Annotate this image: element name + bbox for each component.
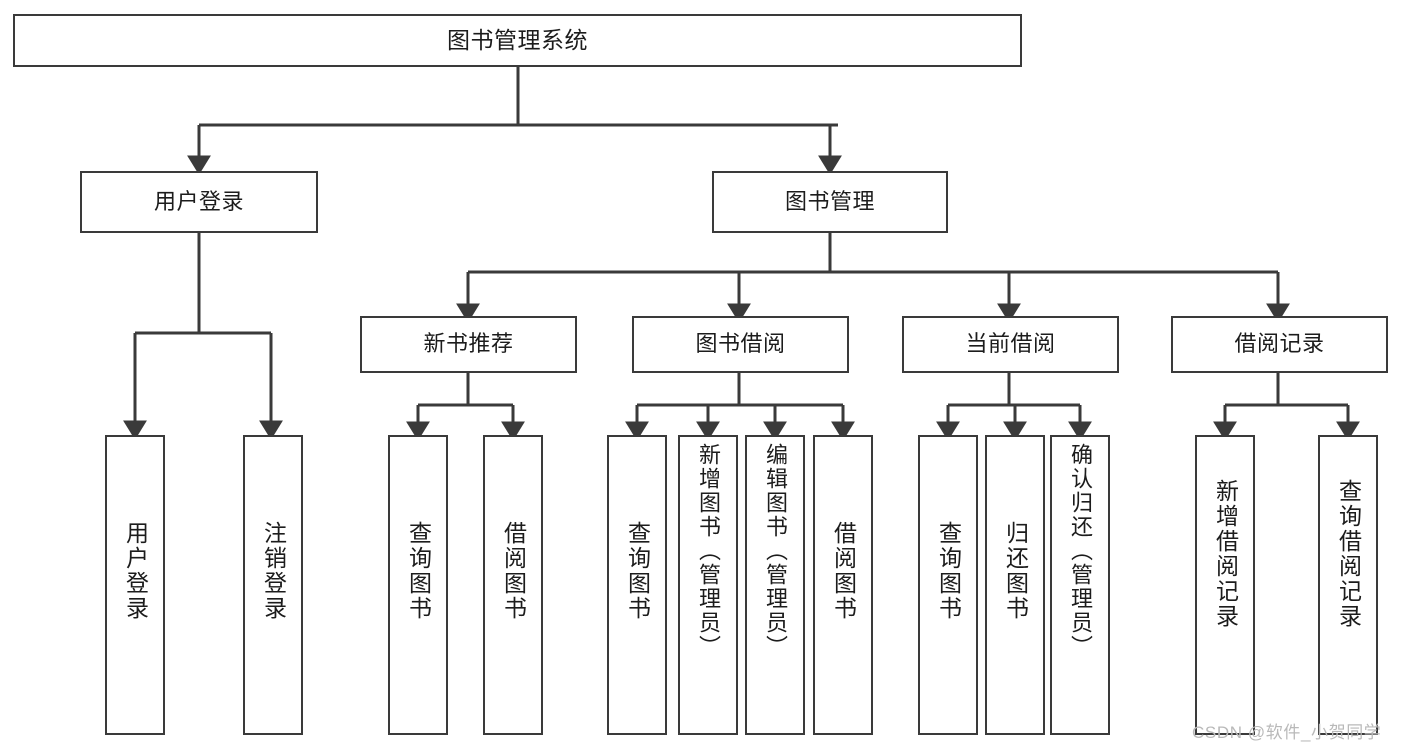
node-leaf-edit-book-label: 编辑图书（管理员） [763,443,788,659]
node-book-borrow[interactable]: 图书借阅 [632,316,849,373]
node-leaf-borrow-book-1-label: 借阅图书 [500,521,527,621]
node-user-login[interactable]: 用户登录 [80,171,318,233]
node-book-management[interactable]: 图书管理 [712,171,948,233]
node-leaf-return-book-label: 归还图书 [1002,521,1029,621]
node-leaf-query-book-2[interactable]: 查询图书 [607,435,667,735]
node-leaf-borrow-book-2[interactable]: 借阅图书 [813,435,873,735]
node-leaf-logout-login[interactable]: 注销登录 [243,435,303,735]
node-borrow-record[interactable]: 借阅记录 [1171,316,1388,373]
node-leaf-query-record-label: 查询借阅记录 [1335,479,1362,629]
node-leaf-query-book-1[interactable]: 查询图书 [388,435,448,735]
node-borrow-record-label: 借阅记录 [1234,331,1325,357]
node-user-login-label: 用户登录 [153,188,244,214]
node-leaf-add-book-label: 新增图书（管理员） [696,443,721,659]
node-leaf-user-login[interactable]: 用户登录 [105,435,165,735]
node-leaf-user-login-label: 用户登录 [122,521,149,621]
node-leaf-query-book-3-label: 查询图书 [935,521,962,621]
node-new-book-recommend[interactable]: 新书推荐 [360,316,577,373]
node-leaf-edit-book[interactable]: 编辑图书（管理员） [745,435,805,735]
node-root-system[interactable]: 图书管理系统 [13,14,1022,67]
csdn-watermark: CSDN @软件_小贺同学 [1192,723,1382,742]
node-leaf-borrow-book-1[interactable]: 借阅图书 [483,435,543,735]
node-leaf-query-book-2-label: 查询图书 [624,521,651,621]
node-leaf-add-record-label: 新增借阅记录 [1212,479,1239,629]
node-root-system-label: 图书管理系统 [447,27,588,54]
node-leaf-query-record[interactable]: 查询借阅记录 [1318,435,1378,735]
node-leaf-borrow-book-2-label: 借阅图书 [830,521,857,621]
node-leaf-confirm-return[interactable]: 确认归还（管理员） [1050,435,1110,735]
node-leaf-return-book[interactable]: 归还图书 [985,435,1045,735]
node-leaf-query-book-1-label: 查询图书 [405,521,432,621]
node-book-borrow-label: 图书借阅 [695,331,786,357]
node-leaf-add-book[interactable]: 新增图书（管理员） [678,435,738,735]
node-leaf-add-record[interactable]: 新增借阅记录 [1195,435,1255,735]
node-leaf-logout-login-label: 注销登录 [260,521,287,621]
node-leaf-confirm-return-label: 确认归还（管理员） [1068,443,1093,659]
node-book-management-label: 图书管理 [784,188,875,214]
node-current-borrow[interactable]: 当前借阅 [902,316,1119,373]
node-leaf-query-book-3[interactable]: 查询图书 [918,435,978,735]
node-current-borrow-label: 当前借阅 [965,331,1056,357]
node-new-book-recommend-label: 新书推荐 [423,331,514,357]
